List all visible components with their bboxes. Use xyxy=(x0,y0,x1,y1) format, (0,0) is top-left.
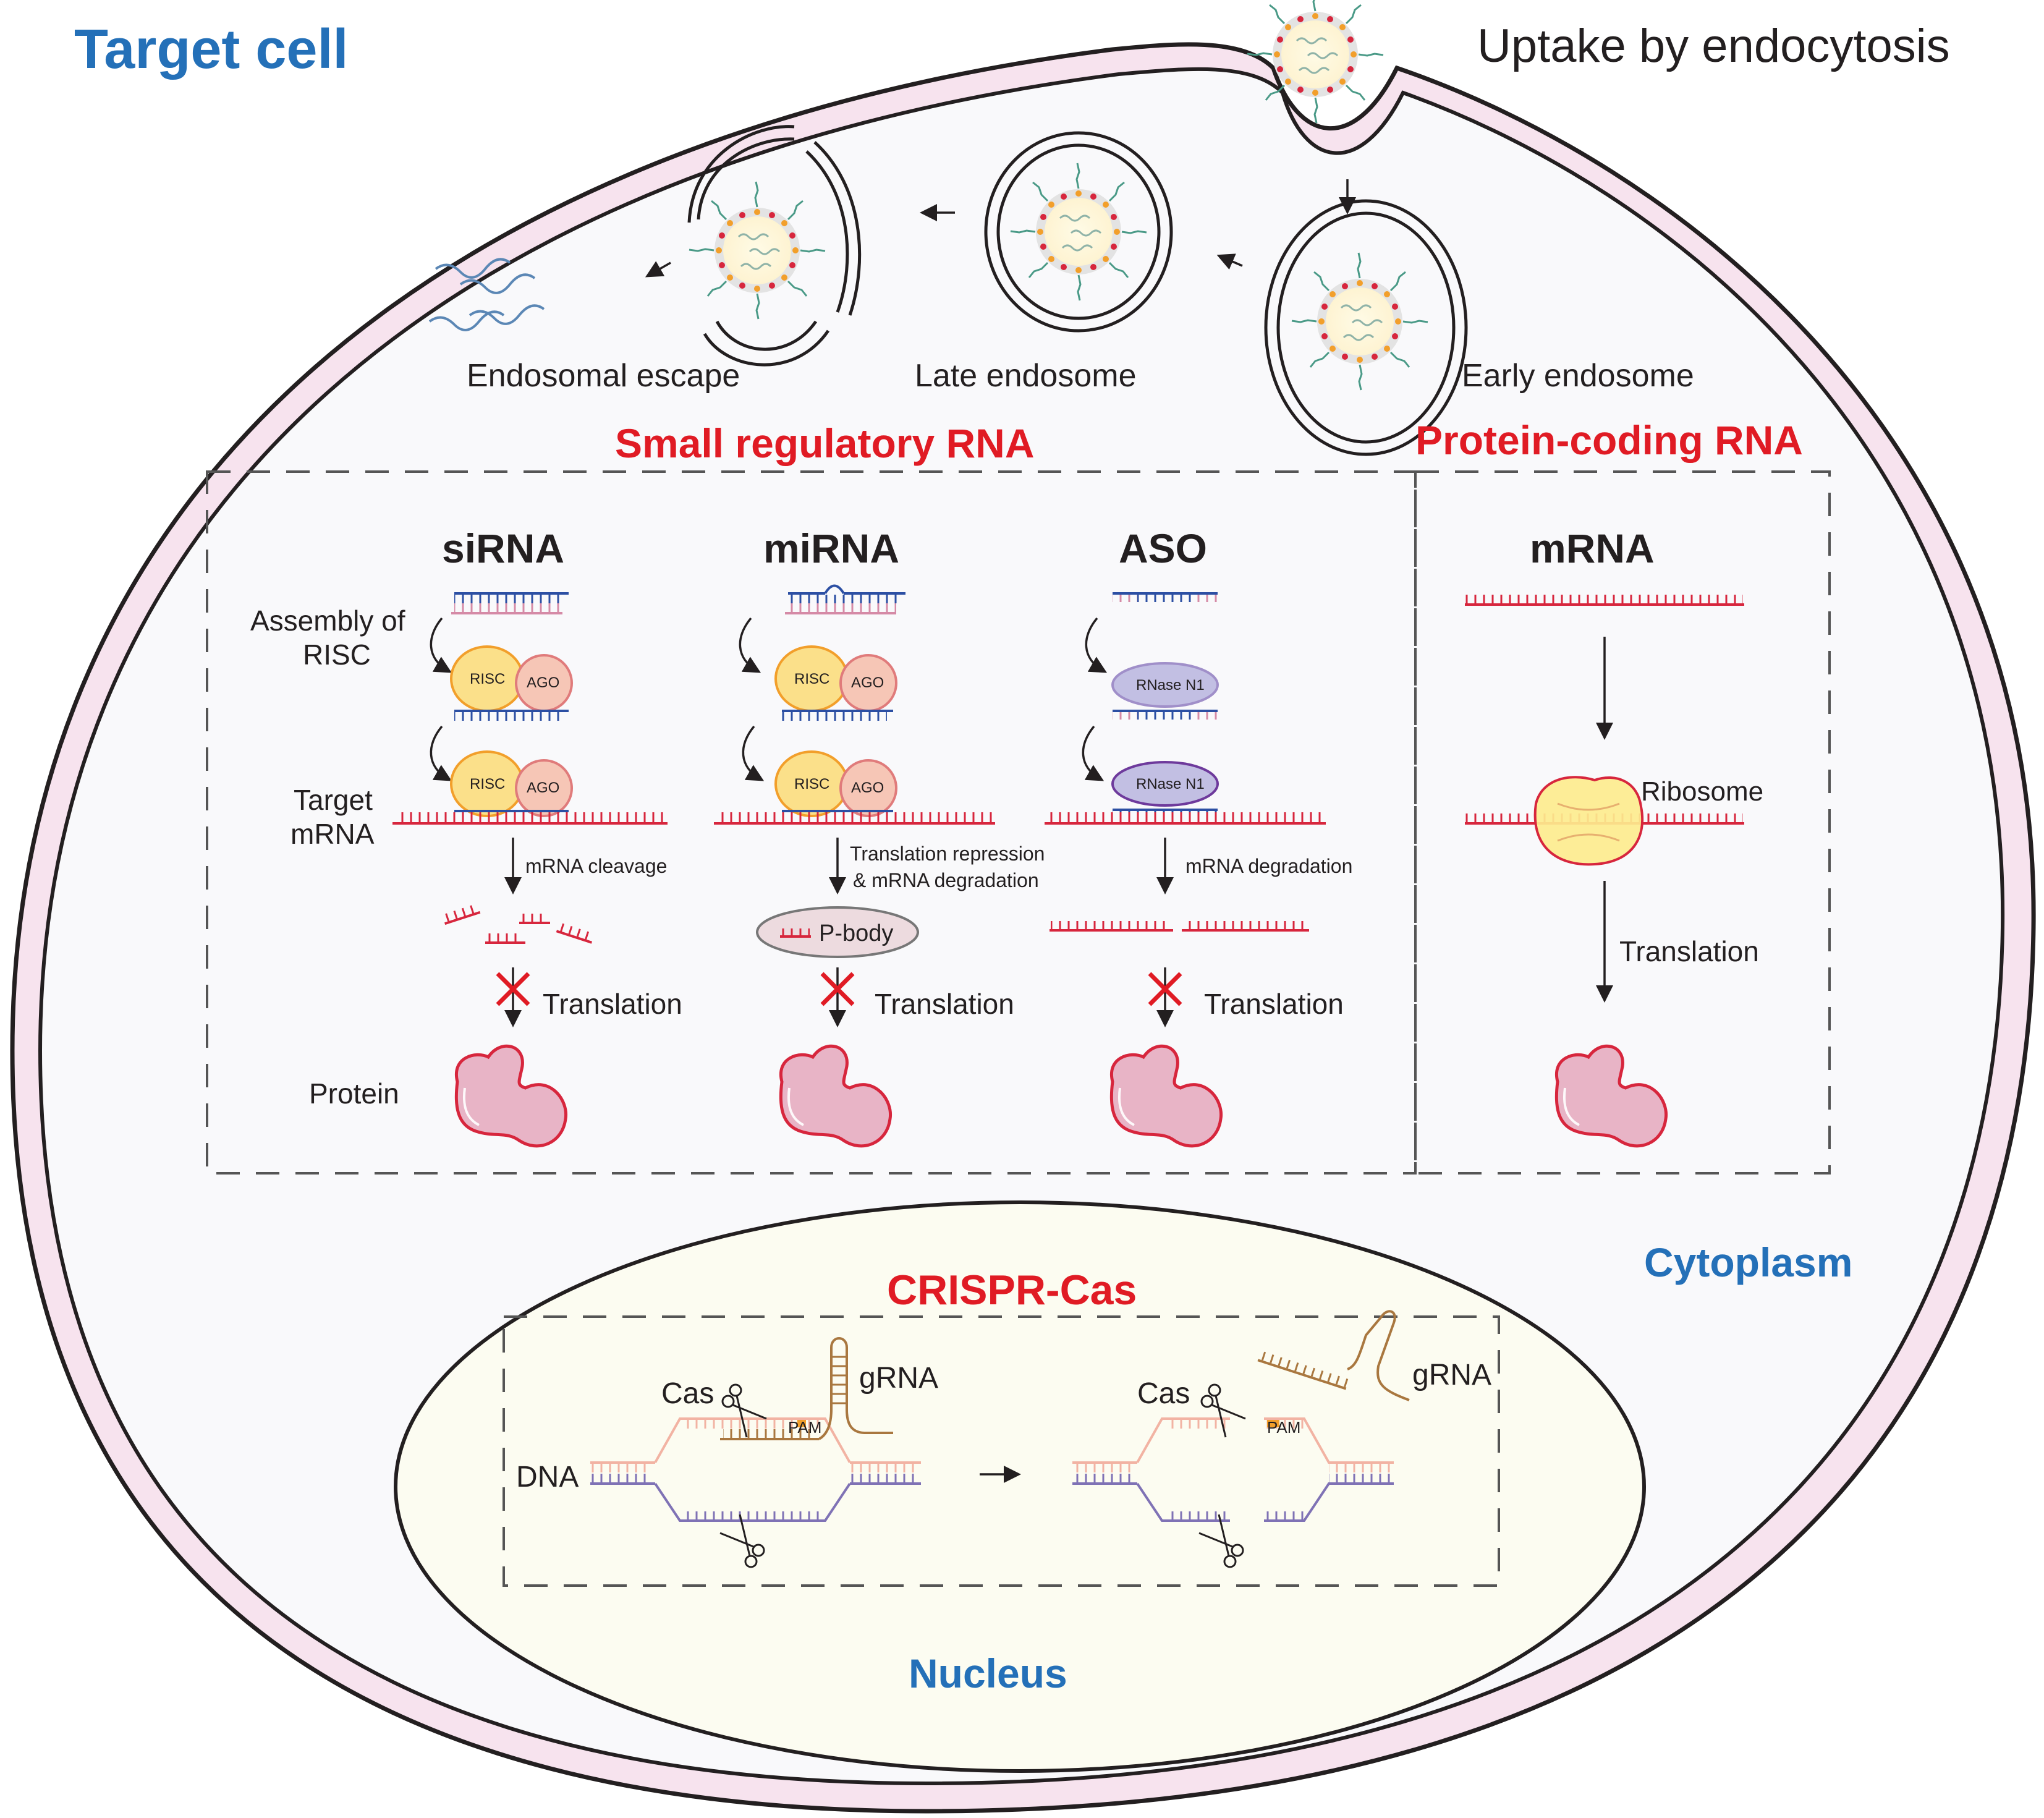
p-body-label: P-body xyxy=(819,920,893,946)
nucleus-label: Nucleus xyxy=(909,1650,1067,1696)
mirna-process-label-1: Translation repression xyxy=(850,843,1045,865)
assembly-label-1: Assembly of xyxy=(250,605,405,637)
target-cell-label: Target cell xyxy=(74,19,349,80)
early-endosome-label: Early endosome xyxy=(1462,358,1694,394)
rnase-label: RNase N1 xyxy=(1136,776,1205,792)
mirna-translation-label: Translation xyxy=(875,988,1014,1020)
pam-label: PAM xyxy=(788,1418,821,1437)
cas-label: Cas xyxy=(1137,1377,1190,1410)
sirna-column: siRNA Assembly of RISC RISC AGO RISC AGO… xyxy=(250,525,682,1146)
sirna-translation-label: Translation xyxy=(543,988,682,1020)
uptake-label: Uptake by endocytosis xyxy=(1477,20,1950,72)
p-body xyxy=(756,906,919,958)
sirna-title: siRNA xyxy=(442,525,564,571)
aso-title: ASO xyxy=(1119,525,1207,571)
ribosome-icon xyxy=(1533,776,1644,866)
rnase-label: RNase N1 xyxy=(1136,677,1205,694)
rnase-enzyme xyxy=(1111,761,1219,807)
mirna-title: miRNA xyxy=(763,525,899,571)
blocked-x-icon xyxy=(1148,972,1182,1006)
arrow-to-late-endosome xyxy=(1216,253,1243,270)
ago-label: AGO xyxy=(527,674,559,691)
risc-label: RISC xyxy=(470,776,505,792)
sirna-process-label: mRNA cleavage xyxy=(525,855,667,877)
protein-label: Protein xyxy=(309,1077,399,1110)
ago-label: AGO xyxy=(851,779,884,796)
target-label-2: mRNA xyxy=(290,818,375,850)
target-label-1: Target xyxy=(294,784,373,816)
arrow-to-released-rna xyxy=(645,261,671,278)
cytoplasm-label: Cytoplasm xyxy=(1644,1239,1852,1285)
crispr-box xyxy=(503,1315,1500,1587)
grna-label: gRNA xyxy=(1412,1359,1491,1391)
protein-coding-box xyxy=(1414,470,1831,1174)
cleaved-fragments xyxy=(442,903,595,944)
early-endosome xyxy=(1264,199,1468,456)
risc-label: RISC xyxy=(794,776,829,792)
aso-column: ASO RNase N1 RNase N1 mRNA degradation T… xyxy=(1045,525,1352,1146)
mrna-title: mRNA xyxy=(1530,525,1655,571)
blocked-x-icon xyxy=(496,972,530,1006)
ago-label: AGO xyxy=(527,779,559,796)
escaping-endosome xyxy=(689,125,862,367)
cas-label: Cas xyxy=(661,1377,714,1410)
mirna-process-label-2: & mRNA degradation xyxy=(853,869,1039,891)
assembly-label-2: RISC xyxy=(303,639,371,671)
grna-label: gRNA xyxy=(859,1362,938,1395)
section-title-protein-coding: Protein-coding RNA xyxy=(1415,417,1803,463)
ribosome-label: Ribosome xyxy=(1641,776,1763,807)
released-rna xyxy=(428,258,545,331)
risc-label: RISC xyxy=(470,671,505,687)
rnase-enzyme xyxy=(1111,662,1219,708)
mrna-column: mRNA Ribosome Translation xyxy=(1465,525,1763,1146)
ago-label: AGO xyxy=(851,674,884,691)
aso-translation-label: Translation xyxy=(1204,988,1344,1020)
endosomal-escape-label: Endosomal escape xyxy=(467,358,740,394)
crispr-title: CRISPR-Cas xyxy=(887,1267,1137,1314)
crispr-after: PAM gRNA Cas xyxy=(1072,1310,1491,1568)
nucleus xyxy=(394,1200,1646,1773)
blocked-x-icon xyxy=(820,972,855,1006)
pam-label: PAM xyxy=(1267,1418,1300,1437)
section-title-small-regulatory: Small regulatory RNA xyxy=(615,420,1035,466)
risc-label: RISC xyxy=(794,671,829,687)
late-endosome xyxy=(984,131,1173,333)
dna-label: DNA xyxy=(516,1461,579,1493)
mrna-translation-label: Translation xyxy=(1619,935,1759,967)
late-endosome-label: Late endosome xyxy=(915,358,1137,394)
aso-process-label: mRNA degradation xyxy=(1185,855,1352,877)
mirna-column: miRNA RISC AGO RISC AGO Translation repr… xyxy=(714,525,1045,1146)
crispr-before: DNA PAM gRNA Cas xyxy=(516,1337,938,1568)
